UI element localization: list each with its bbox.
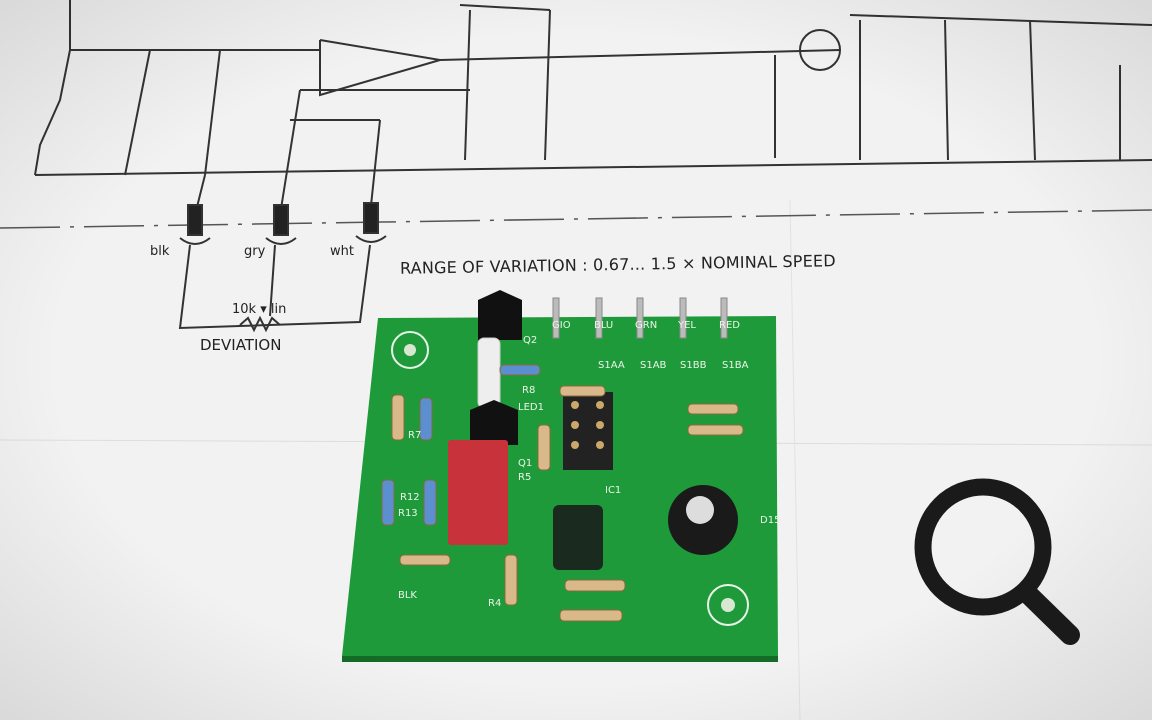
component-label: D15 [760,515,781,526]
pad-label: S1AB [640,360,667,371]
wire-label-wht: wht [330,244,354,259]
pin-label: GIO [552,320,571,331]
pot-value-label: 10k ▾ lin [232,302,287,317]
deviation-label: DEVIATION [200,336,282,354]
pad-label: S1AA [598,360,625,371]
pin-label: RED [719,320,740,331]
search-button[interactable] [905,475,1090,650]
wire-label-gry: gry [244,244,266,259]
pin-label: BLU [594,320,614,331]
component-label: R13 [398,508,418,519]
pin-label: YEL [678,320,696,331]
component-label: R4 [488,598,502,609]
wire-label-blk: blk [150,244,170,259]
pad-label: S1BA [722,360,749,371]
component-label: Q2 [523,335,538,346]
search-icon [914,478,1080,645]
component-label: R5 [518,472,532,483]
component-label: LED1 [518,402,544,413]
component-label: R8 [522,385,536,396]
component-label: R7 [408,430,422,441]
pin-label: GRN [635,320,658,331]
component-label: IC1 [605,485,622,496]
component-label: Q1 [518,458,533,469]
component-label: BLK [398,590,417,601]
component-label: R12 [400,492,420,503]
pad-label: S1BB [680,360,707,371]
